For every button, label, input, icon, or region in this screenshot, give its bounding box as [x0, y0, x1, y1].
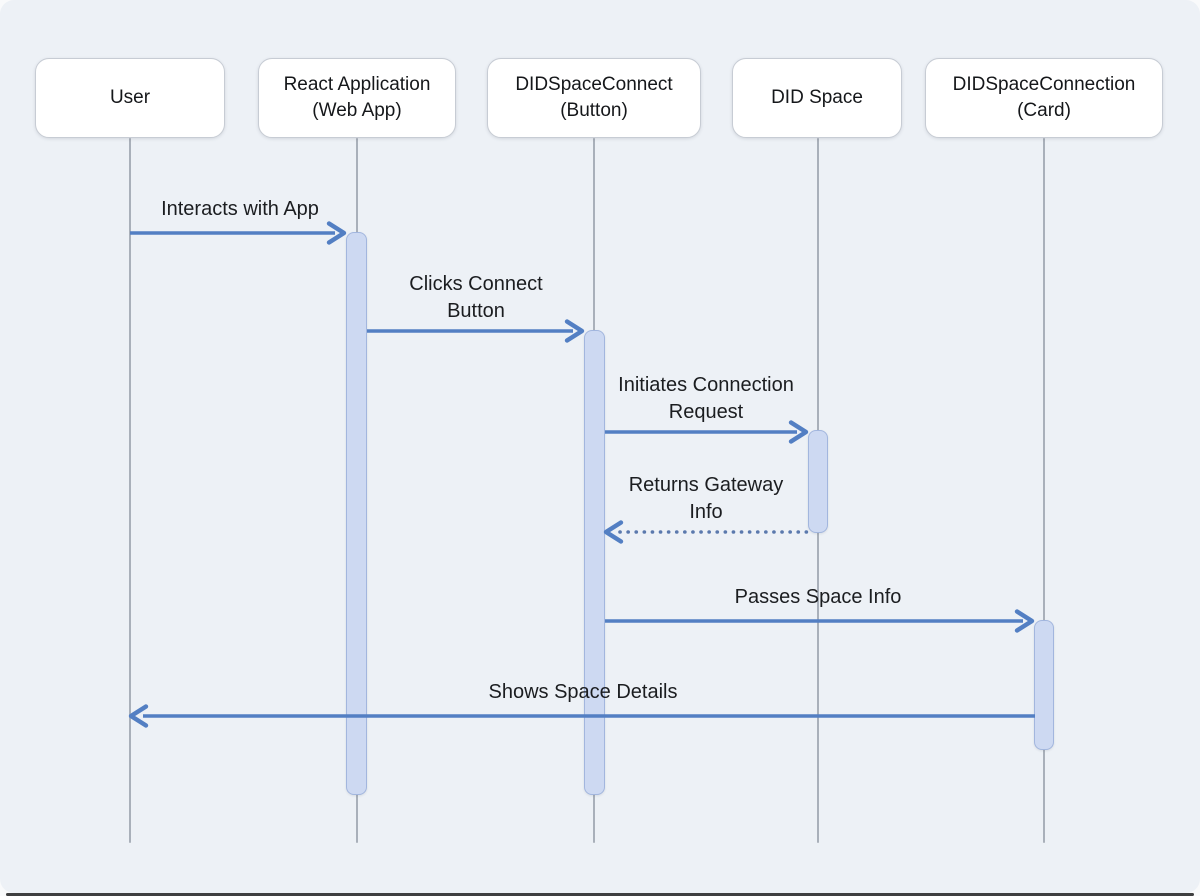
- activation-react-app: [346, 232, 367, 795]
- message-label-initiates-connection-request: Initiates Connection Request: [618, 374, 794, 423]
- activation-did-space: [808, 430, 828, 533]
- participant-box-user: User: [35, 58, 225, 138]
- activation-didspace-connect: [584, 330, 605, 795]
- message-label-clicks-connect-button: Clicks Connect Button: [409, 273, 543, 322]
- activation-didspace-connection: [1034, 620, 1054, 750]
- message-label-passes-space-info: Passes Space Info: [734, 586, 902, 608]
- screen-bottom-edge: [6, 893, 1194, 896]
- message-arrow-initiates-connection-request: [605, 420, 809, 444]
- message-arrow-clicks-connect-button: [367, 319, 585, 343]
- participant-box-didspace-connect: DIDSpaceConnect (Button): [487, 58, 701, 138]
- message-arrow-returns-gateway-info: [603, 520, 810, 544]
- participant-box-did-space: DID Space: [732, 58, 902, 138]
- message-label-returns-gateway-info: Returns Gateway Info: [628, 474, 784, 523]
- message-label-shows-space-details: Shows Space Details: [488, 681, 678, 703]
- participant-box-didspace-connection: DIDSpaceConnection (Card): [925, 58, 1163, 138]
- message-label-interacts-with-app: Interacts with App: [161, 198, 319, 220]
- message-arrow-shows-space-details: [128, 704, 1035, 728]
- lifeline-user: [129, 138, 131, 843]
- message-arrow-passes-space-info: [605, 609, 1035, 633]
- participant-box-react-app: React Application (Web App): [258, 58, 456, 138]
- lifeline-didspace-connection: [1043, 138, 1045, 843]
- message-arrow-interacts-with-app: [130, 221, 347, 245]
